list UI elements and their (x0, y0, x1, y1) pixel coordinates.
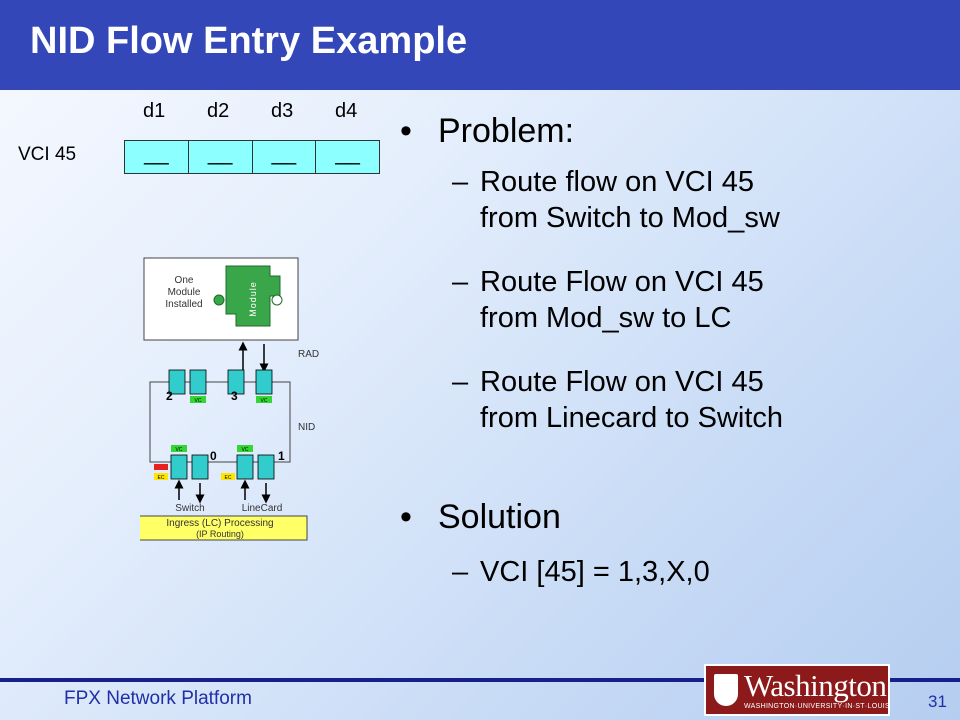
footer-divider (0, 678, 960, 682)
vc-tag-text: VC (242, 447, 249, 453)
bullet-problem-text: Problem: (438, 112, 575, 150)
footer-text: FPX Network Platform (64, 688, 252, 709)
cell-header-d2: d2 (207, 100, 230, 122)
port-label-1: 1 (278, 449, 285, 463)
bullet-dot: • (400, 498, 412, 536)
module-box-text-1: One (175, 275, 194, 286)
port-label-2: 2 (166, 389, 173, 403)
cell-field-d1: __ (125, 141, 189, 173)
logo-name: Washington (744, 668, 887, 703)
slide-title: NID Flow Entry Example (30, 20, 468, 62)
ec-tag-right (221, 473, 235, 480)
dash: – (452, 166, 469, 198)
ec-tag-text: EC (158, 475, 165, 481)
cell-header-d4: d4 (335, 100, 358, 122)
cell-header-d1: d1 (143, 100, 166, 122)
linecard-label: LineCard (242, 503, 283, 514)
title-bar: NID Flow Entry Example (0, 0, 960, 90)
module-connector-left (213, 294, 225, 306)
switch-label: Switch (175, 503, 204, 514)
bullet-solution-text: Solution (438, 498, 561, 536)
dash: – (452, 556, 469, 588)
cell-field-d4: __ (335, 140, 360, 165)
vc-tag-top-left (190, 396, 206, 403)
queue-port-1b (257, 454, 275, 480)
port-label-3: 3 (231, 389, 238, 403)
university-shield-icon (714, 674, 738, 706)
nid-frame (149, 381, 291, 463)
logo-subtitle: WASHINGTON·UNIVERSITY·IN·ST·LOUIS (744, 703, 891, 710)
module-box-text-3: Installed (165, 299, 202, 310)
vc-tag-top-right (256, 396, 272, 403)
ec-tag-text: EC (225, 475, 232, 481)
problem-item-2-line-2: from Mod_sw to LC (480, 302, 732, 334)
fpx-diagram: One Module Installed Module RAD NID VC V… (140, 257, 319, 541)
queue-port-3a (227, 369, 245, 395)
ingress-title: Ingress (LC) Processing (166, 518, 273, 529)
module-box-text-2: Module (168, 287, 201, 298)
module-card (225, 265, 281, 327)
dash: – (452, 266, 469, 298)
problem-item-1-line-2: from Switch to Mod_sw (480, 202, 780, 234)
ingress-subtitle: (IP Routing) (196, 529, 244, 539)
bullet-dot: • (400, 112, 412, 150)
vc-tag-bottom-right (237, 445, 253, 452)
queue-port-1a (236, 454, 254, 480)
problem-item-2-line-1: Route Flow on VCI 45 (480, 266, 764, 298)
module-label: Module (248, 281, 258, 317)
nid-label: NID (298, 422, 315, 433)
vc-tag-text: VC (261, 398, 268, 404)
queue-port-0a (170, 454, 188, 480)
vc-tag-bottom-left (171, 445, 187, 452)
problem-item-3-line-2: from Linecard to Switch (480, 402, 784, 434)
vc-tag-text: VC (195, 398, 202, 404)
queue-port-2a (168, 369, 186, 395)
queue-port-2b (189, 369, 207, 395)
dash: – (452, 366, 469, 398)
queue-port-0b (191, 454, 209, 480)
problem-item-1-line-1: Route flow on VCI 45 (480, 166, 755, 198)
problem-item-3-line-1: Route Flow on VCI 45 (480, 366, 764, 398)
module-connector-right (271, 294, 283, 306)
vci-cell-fields: __ __ __ __ (124, 140, 380, 174)
solution-item-1-text: VCI [45] = 1,3,X,0 (480, 556, 710, 588)
cell-field-d3: __ (253, 141, 317, 173)
cell-header-d3: d3 (271, 100, 294, 122)
ec-tag-left (154, 473, 168, 480)
vc-tag-text: VC (176, 447, 183, 453)
rad-label: RAD (298, 349, 319, 360)
queue-port-3b (255, 369, 273, 395)
red-status-tag (154, 464, 168, 470)
vci-label: VCI 45 (18, 144, 77, 165)
washington-university-logo: Washington WASHINGTON·UNIVERSITY·IN·ST·L… (704, 664, 890, 716)
cell-field-d2: __ (189, 141, 253, 173)
ingress-processing-box (140, 515, 308, 541)
page-number: 31 (928, 692, 947, 711)
port-label-0: 0 (210, 449, 217, 463)
